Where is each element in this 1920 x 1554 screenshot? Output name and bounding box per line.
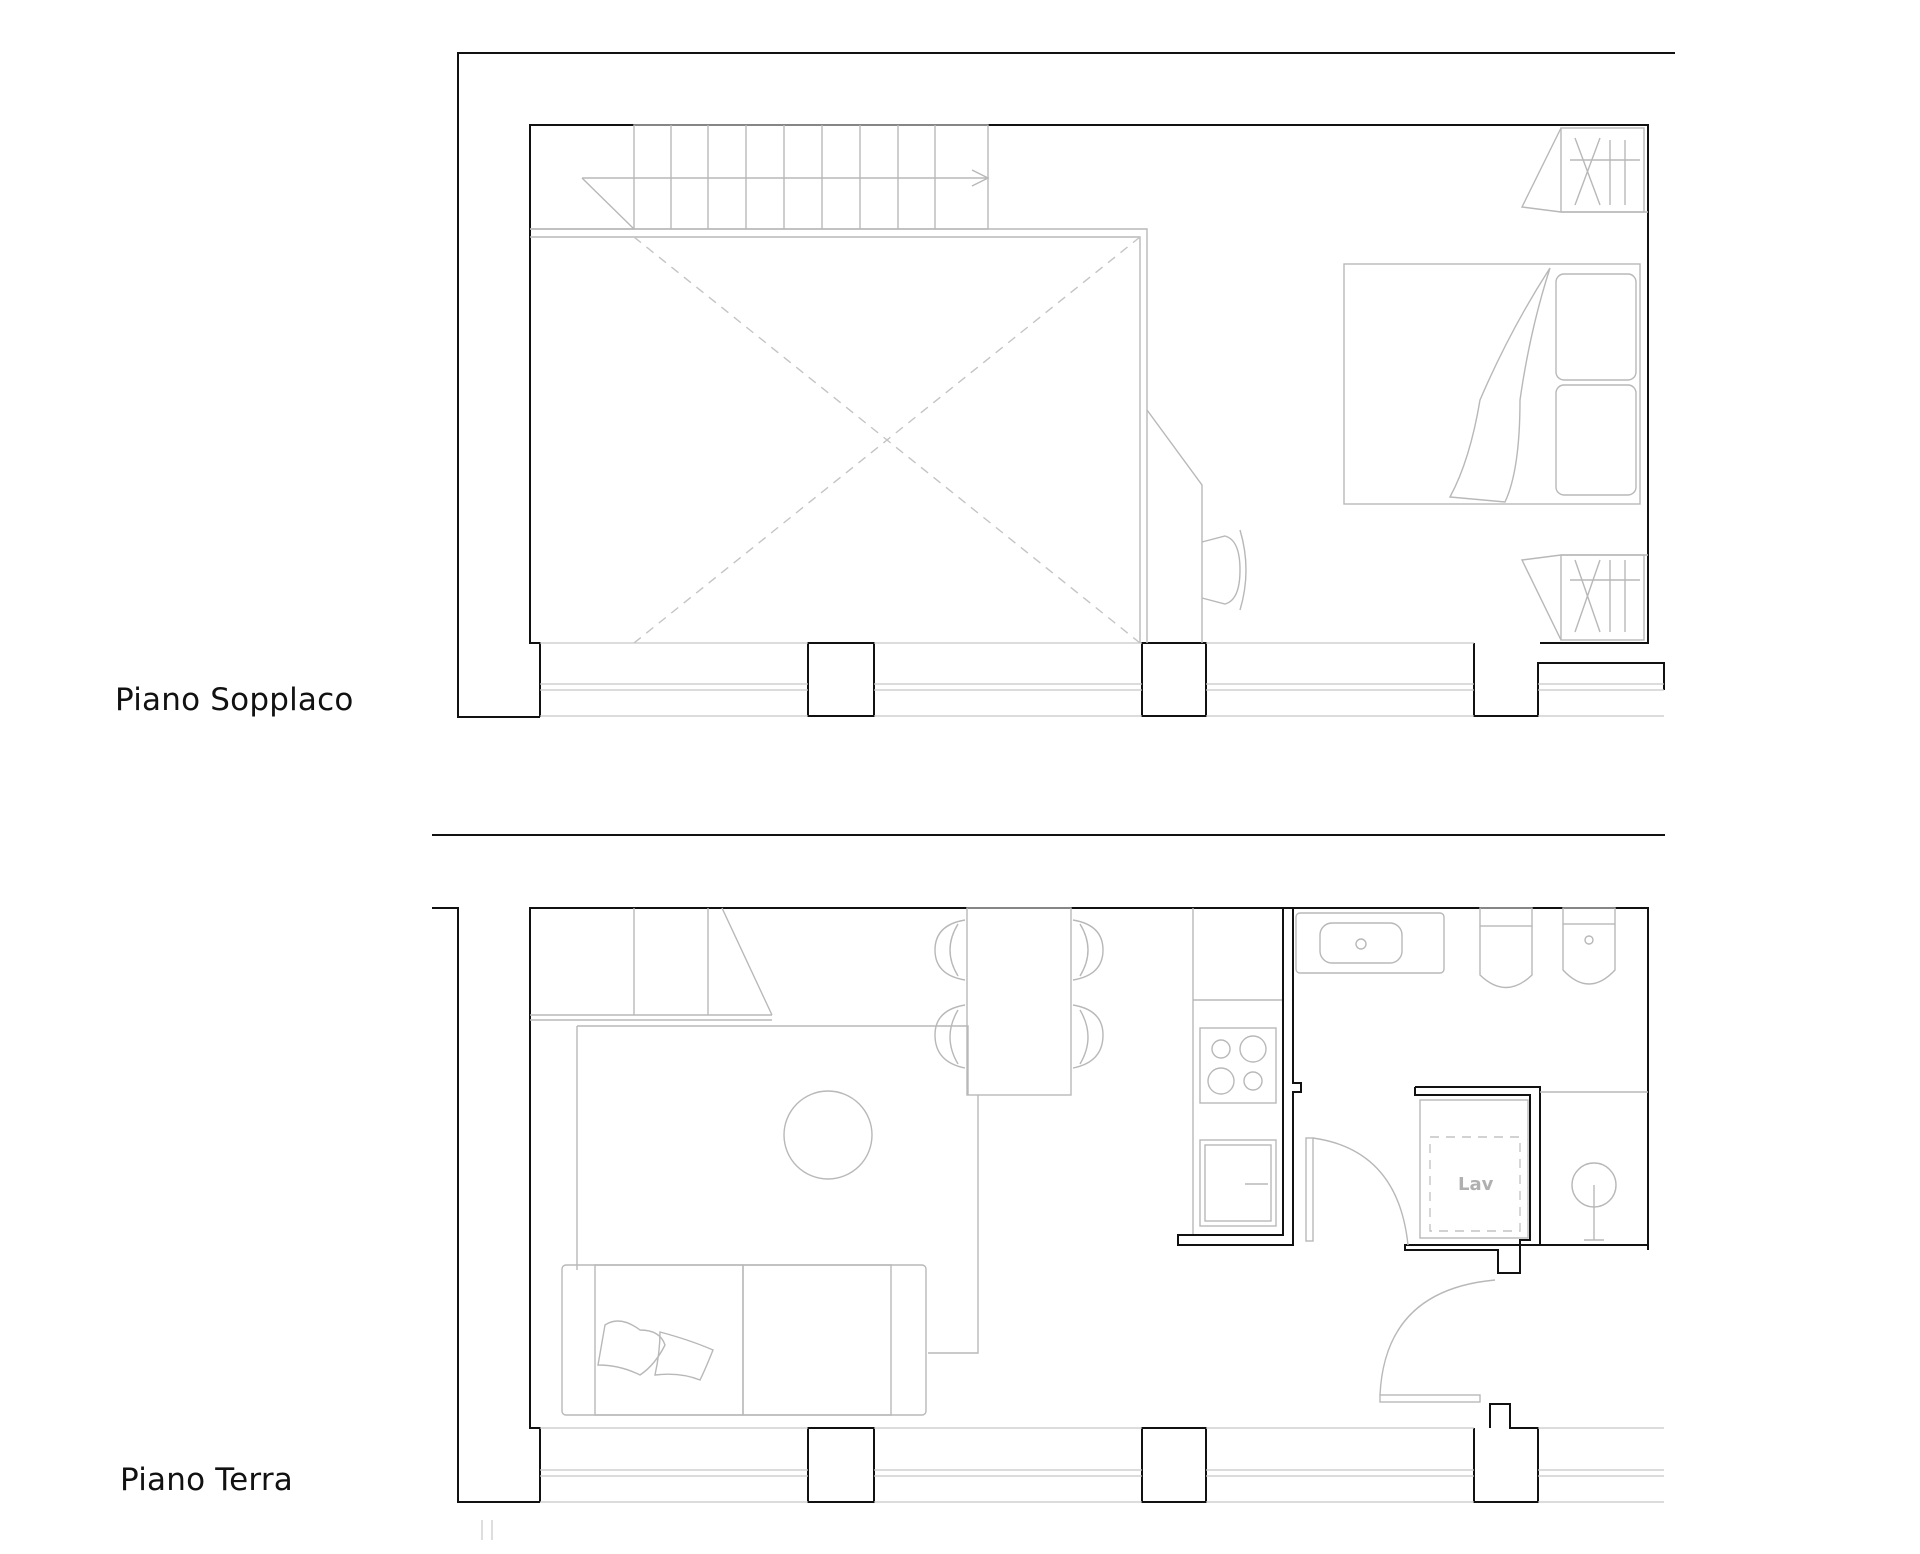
upper-window-band [540,642,1664,717]
kitchen-counter [1192,908,1283,1235]
pillow [1555,384,1637,496]
entrance-door [1379,1279,1496,1403]
upper-pillar-2 [1141,642,1207,717]
washbasin [1295,912,1445,974]
desk-chair [1201,535,1241,605]
ground-inner-wall [529,907,1649,1502]
ground-floor-label: Piano Terra [120,1462,293,1498]
bed-sheet-fold [1448,267,1551,503]
dining-table [934,907,1104,1096]
dining-chair [934,919,966,981]
rug-outline [577,1025,969,1095]
upper-floor-plan [457,52,1675,718]
coffee-table [783,1090,873,1180]
kitchen-partition-wall [1177,908,1302,1246]
dining-chair [1072,919,1104,981]
dining-chair [1072,1004,1104,1069]
upper-void-opening [530,228,1148,644]
cushion [654,1331,714,1381]
ground-floor-plan: Lav [432,907,1664,1540]
pillow [1555,273,1637,381]
sofa [561,1264,927,1416]
laundry-label: Lav [1458,1174,1494,1195]
upper-bed [1343,263,1641,505]
laundry-closet: Lav [1419,1099,1529,1239]
bathroom-fixtures [1295,907,1648,1241]
ground-pillar-3 [1473,1403,1539,1503]
kitchen-sink [1199,1139,1277,1227]
ground-pillar-1 [807,1427,875,1503]
upper-inner-wall [529,124,1649,717]
cushion [597,1320,666,1376]
ground-staircase [530,907,773,1021]
toilet [1479,907,1533,927]
upper-floor-label: Piano Sopplaco [115,682,354,718]
bidet [1562,907,1616,925]
upper-staircase [530,124,990,230]
upper-desk [1146,409,1247,643]
ground-window-band [481,1427,1664,1540]
upper-wardrobe-bottom [1520,554,1645,641]
upper-pillar-1 [807,642,875,717]
ground-pillar-2 [1141,1427,1207,1503]
ground-outer-wall [432,907,540,1503]
upper-outer-wall [457,52,1675,718]
upper-wardrobe-top [1520,127,1645,213]
bathroom-door [1305,1137,1409,1246]
upper-pillar-3 [1473,643,1665,717]
dining-chair [934,1004,966,1069]
cooktop [1199,1027,1277,1104]
